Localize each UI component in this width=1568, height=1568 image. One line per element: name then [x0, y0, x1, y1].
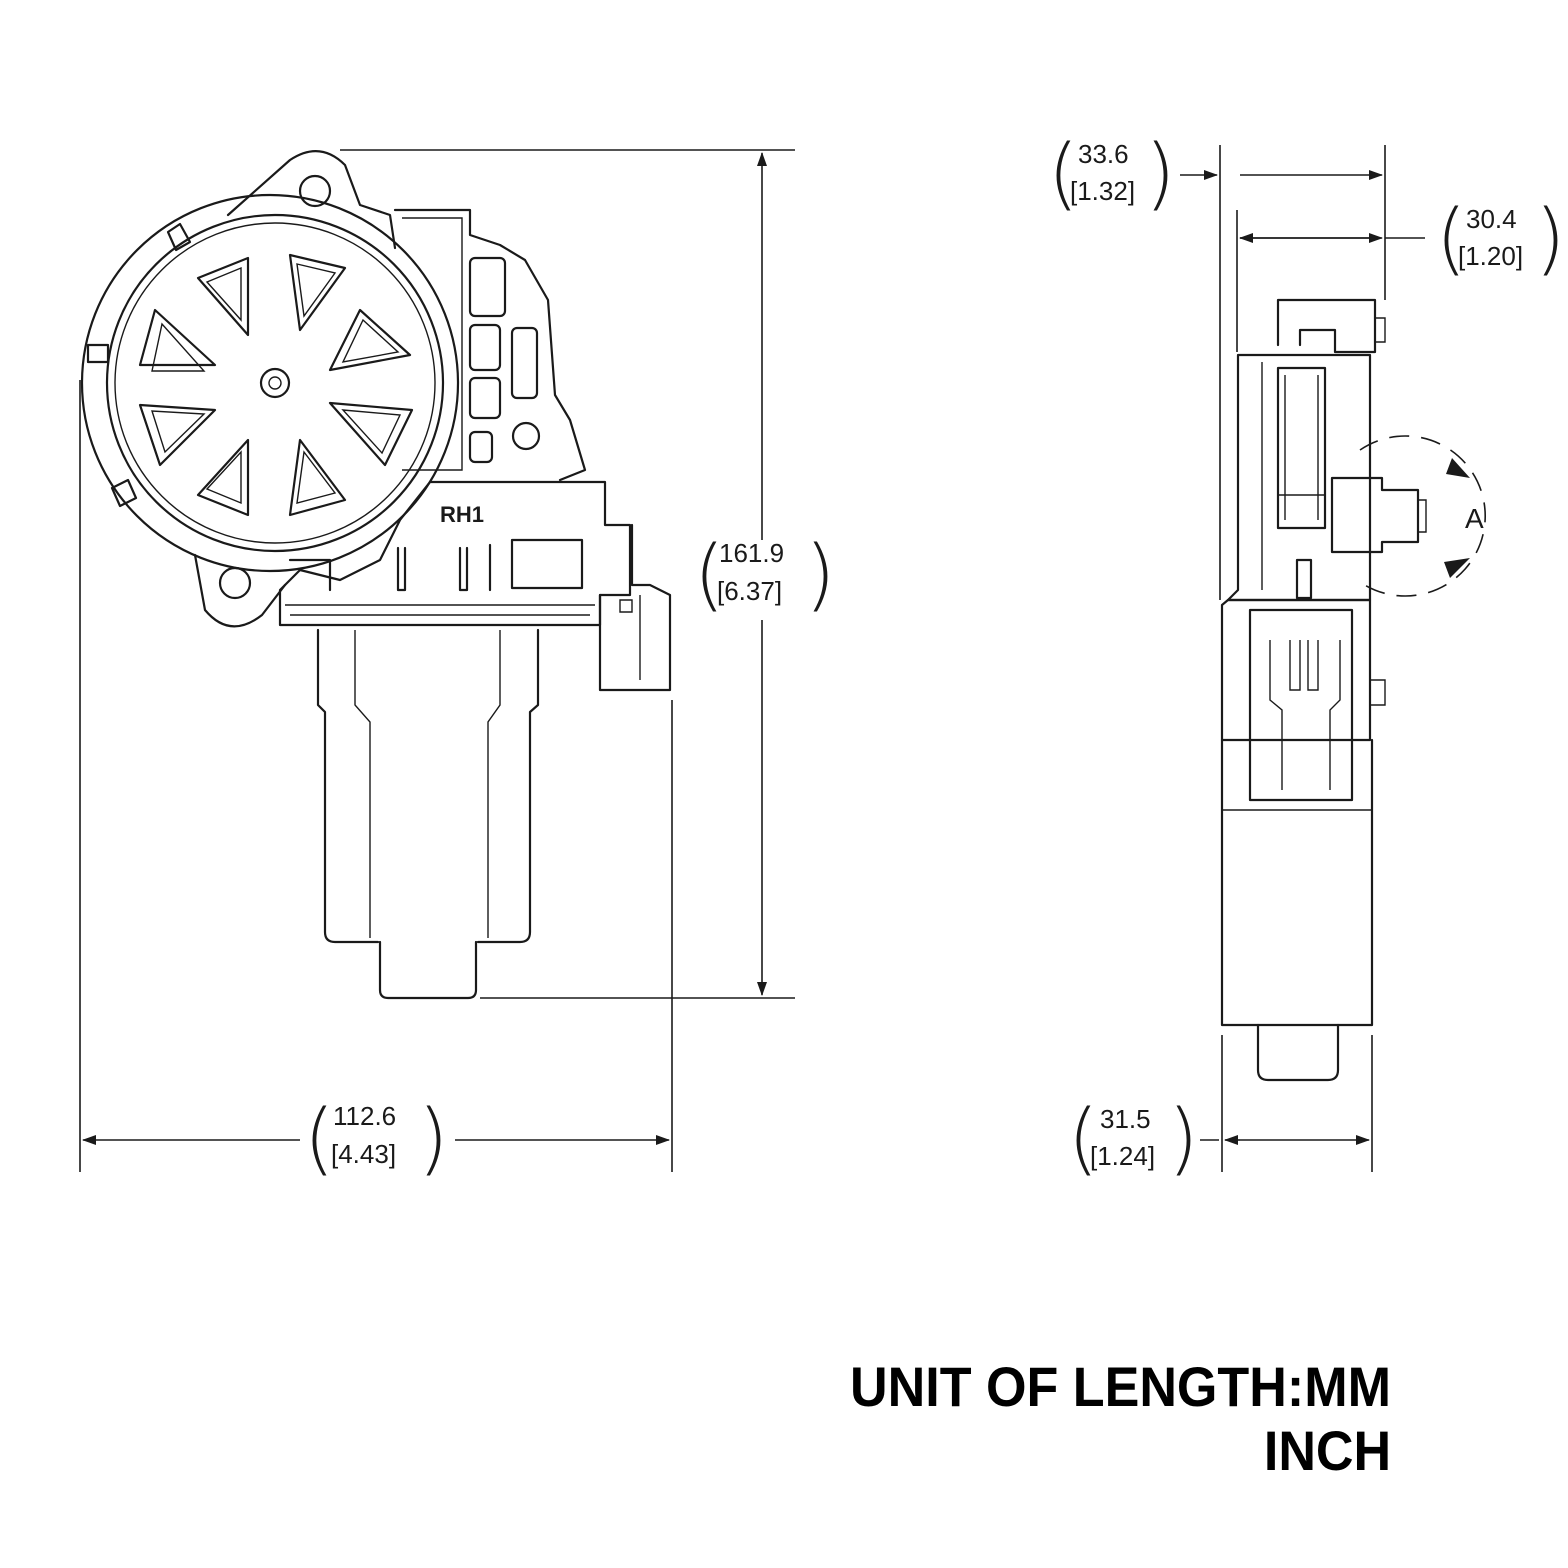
side-lower-latch — [1370, 679, 1386, 706]
output-shaft — [1330, 476, 1420, 554]
side-pin — [1295, 558, 1313, 600]
motor-end-cap — [378, 940, 478, 1000]
width-mm: 112.6 — [333, 1101, 396, 1131]
side-view: A ( ) 33.6 [1.32] ( ) — [1048, 129, 1565, 1184]
height-mm: 161.9 — [719, 538, 784, 568]
side-latch-left — [1269, 640, 1283, 790]
side-worm-slot — [1276, 366, 1327, 530]
body-depth-paren-close: ) — [1535, 194, 1565, 284]
unit-of-length-label: UNIT OF LENGTH:MM — [850, 1355, 1391, 1418]
rim-tab-bottom — [110, 478, 138, 508]
shaft-tip — [1418, 499, 1427, 533]
width-inch: [4.43] — [331, 1139, 396, 1169]
lower-mount-ear — [193, 553, 287, 628]
motor-inner-right — [487, 630, 501, 938]
motor-depth-inch: [1.24] — [1090, 1141, 1155, 1171]
motor-inner-left — [354, 630, 371, 938]
motor-depth-paren-open: ( — [1068, 1094, 1098, 1184]
motor-neck — [316, 628, 380, 944]
gear-windows — [138, 253, 414, 517]
side-lower-connector — [1248, 608, 1354, 802]
body-depth-inch: [1.20] — [1458, 241, 1523, 271]
drive-hub — [259, 367, 291, 399]
side-worm-lines — [1284, 375, 1319, 520]
motor-depth-dimension — [1200, 1035, 1373, 1172]
rotation-arc — [1359, 435, 1486, 597]
body-depth-dimension — [1236, 210, 1425, 352]
gear-housing-inner — [114, 222, 436, 544]
housing-screw — [511, 421, 541, 451]
side-motor-end-cap — [1256, 1023, 1340, 1082]
body-depth-paren-open: ( — [1436, 194, 1466, 284]
rotation-label: A — [1465, 503, 1484, 534]
side-lower-block — [1220, 598, 1372, 742]
overall-depth-dimension — [1180, 145, 1386, 600]
overall-depth-paren-open: ( — [1048, 129, 1078, 219]
width-paren-close: ) — [418, 1094, 448, 1184]
side-top-connector — [1276, 298, 1377, 354]
motor-neck-right — [476, 628, 540, 944]
lower-mount-hole — [218, 566, 252, 600]
unit-note: UNIT OF LENGTH:MM INCH — [850, 1355, 1450, 1483]
drive-hub-center — [268, 376, 282, 390]
side-latch-right — [1329, 640, 1341, 790]
side-connector — [598, 523, 672, 692]
upper-mount-ear — [226, 150, 397, 250]
rim-tab-top — [166, 222, 192, 252]
height-inch: [6.37] — [717, 576, 782, 606]
base-ribs — [288, 538, 584, 592]
height-paren-open: ( — [694, 530, 724, 620]
side-motor-can — [1220, 738, 1374, 1027]
body-depth-mm: 30.4 — [1466, 204, 1517, 234]
front-width-dimension — [79, 380, 673, 1172]
side-top-latch — [1375, 317, 1386, 343]
part-marking: RH1 — [440, 502, 484, 527]
front-height-dimension — [340, 149, 795, 999]
motor-depth-paren-close: ) — [1168, 1094, 1198, 1184]
worm-housing-slots — [468, 256, 539, 464]
side-connector-pins — [1289, 640, 1319, 691]
overall-depth-paren-close: ) — [1145, 129, 1175, 219]
rotation-arrow-top — [1446, 458, 1470, 478]
unit-inch-label: INCH — [1263, 1419, 1392, 1482]
overall-depth-inch: [1.32] — [1070, 176, 1135, 206]
worm-housing-inner — [402, 217, 463, 471]
front-view: RH1 ( ) 161.9 [6.37] ( ) 112.6 [4 — [79, 149, 835, 1184]
gear-housing-outer — [80, 193, 460, 573]
rotation-arrow-bottom — [1444, 558, 1470, 578]
width-paren-open: ( — [304, 1094, 334, 1184]
gear-housing-rim — [105, 213, 445, 553]
connector-latch — [619, 599, 633, 613]
motor-depth-mm: 31.5 — [1100, 1104, 1151, 1134]
worm-housing — [393, 208, 587, 482]
height-paren-close: ) — [805, 530, 835, 620]
rim-tab-left — [86, 343, 110, 364]
overall-depth-mm: 33.6 — [1078, 139, 1129, 169]
upper-mount-hole — [298, 174, 332, 208]
